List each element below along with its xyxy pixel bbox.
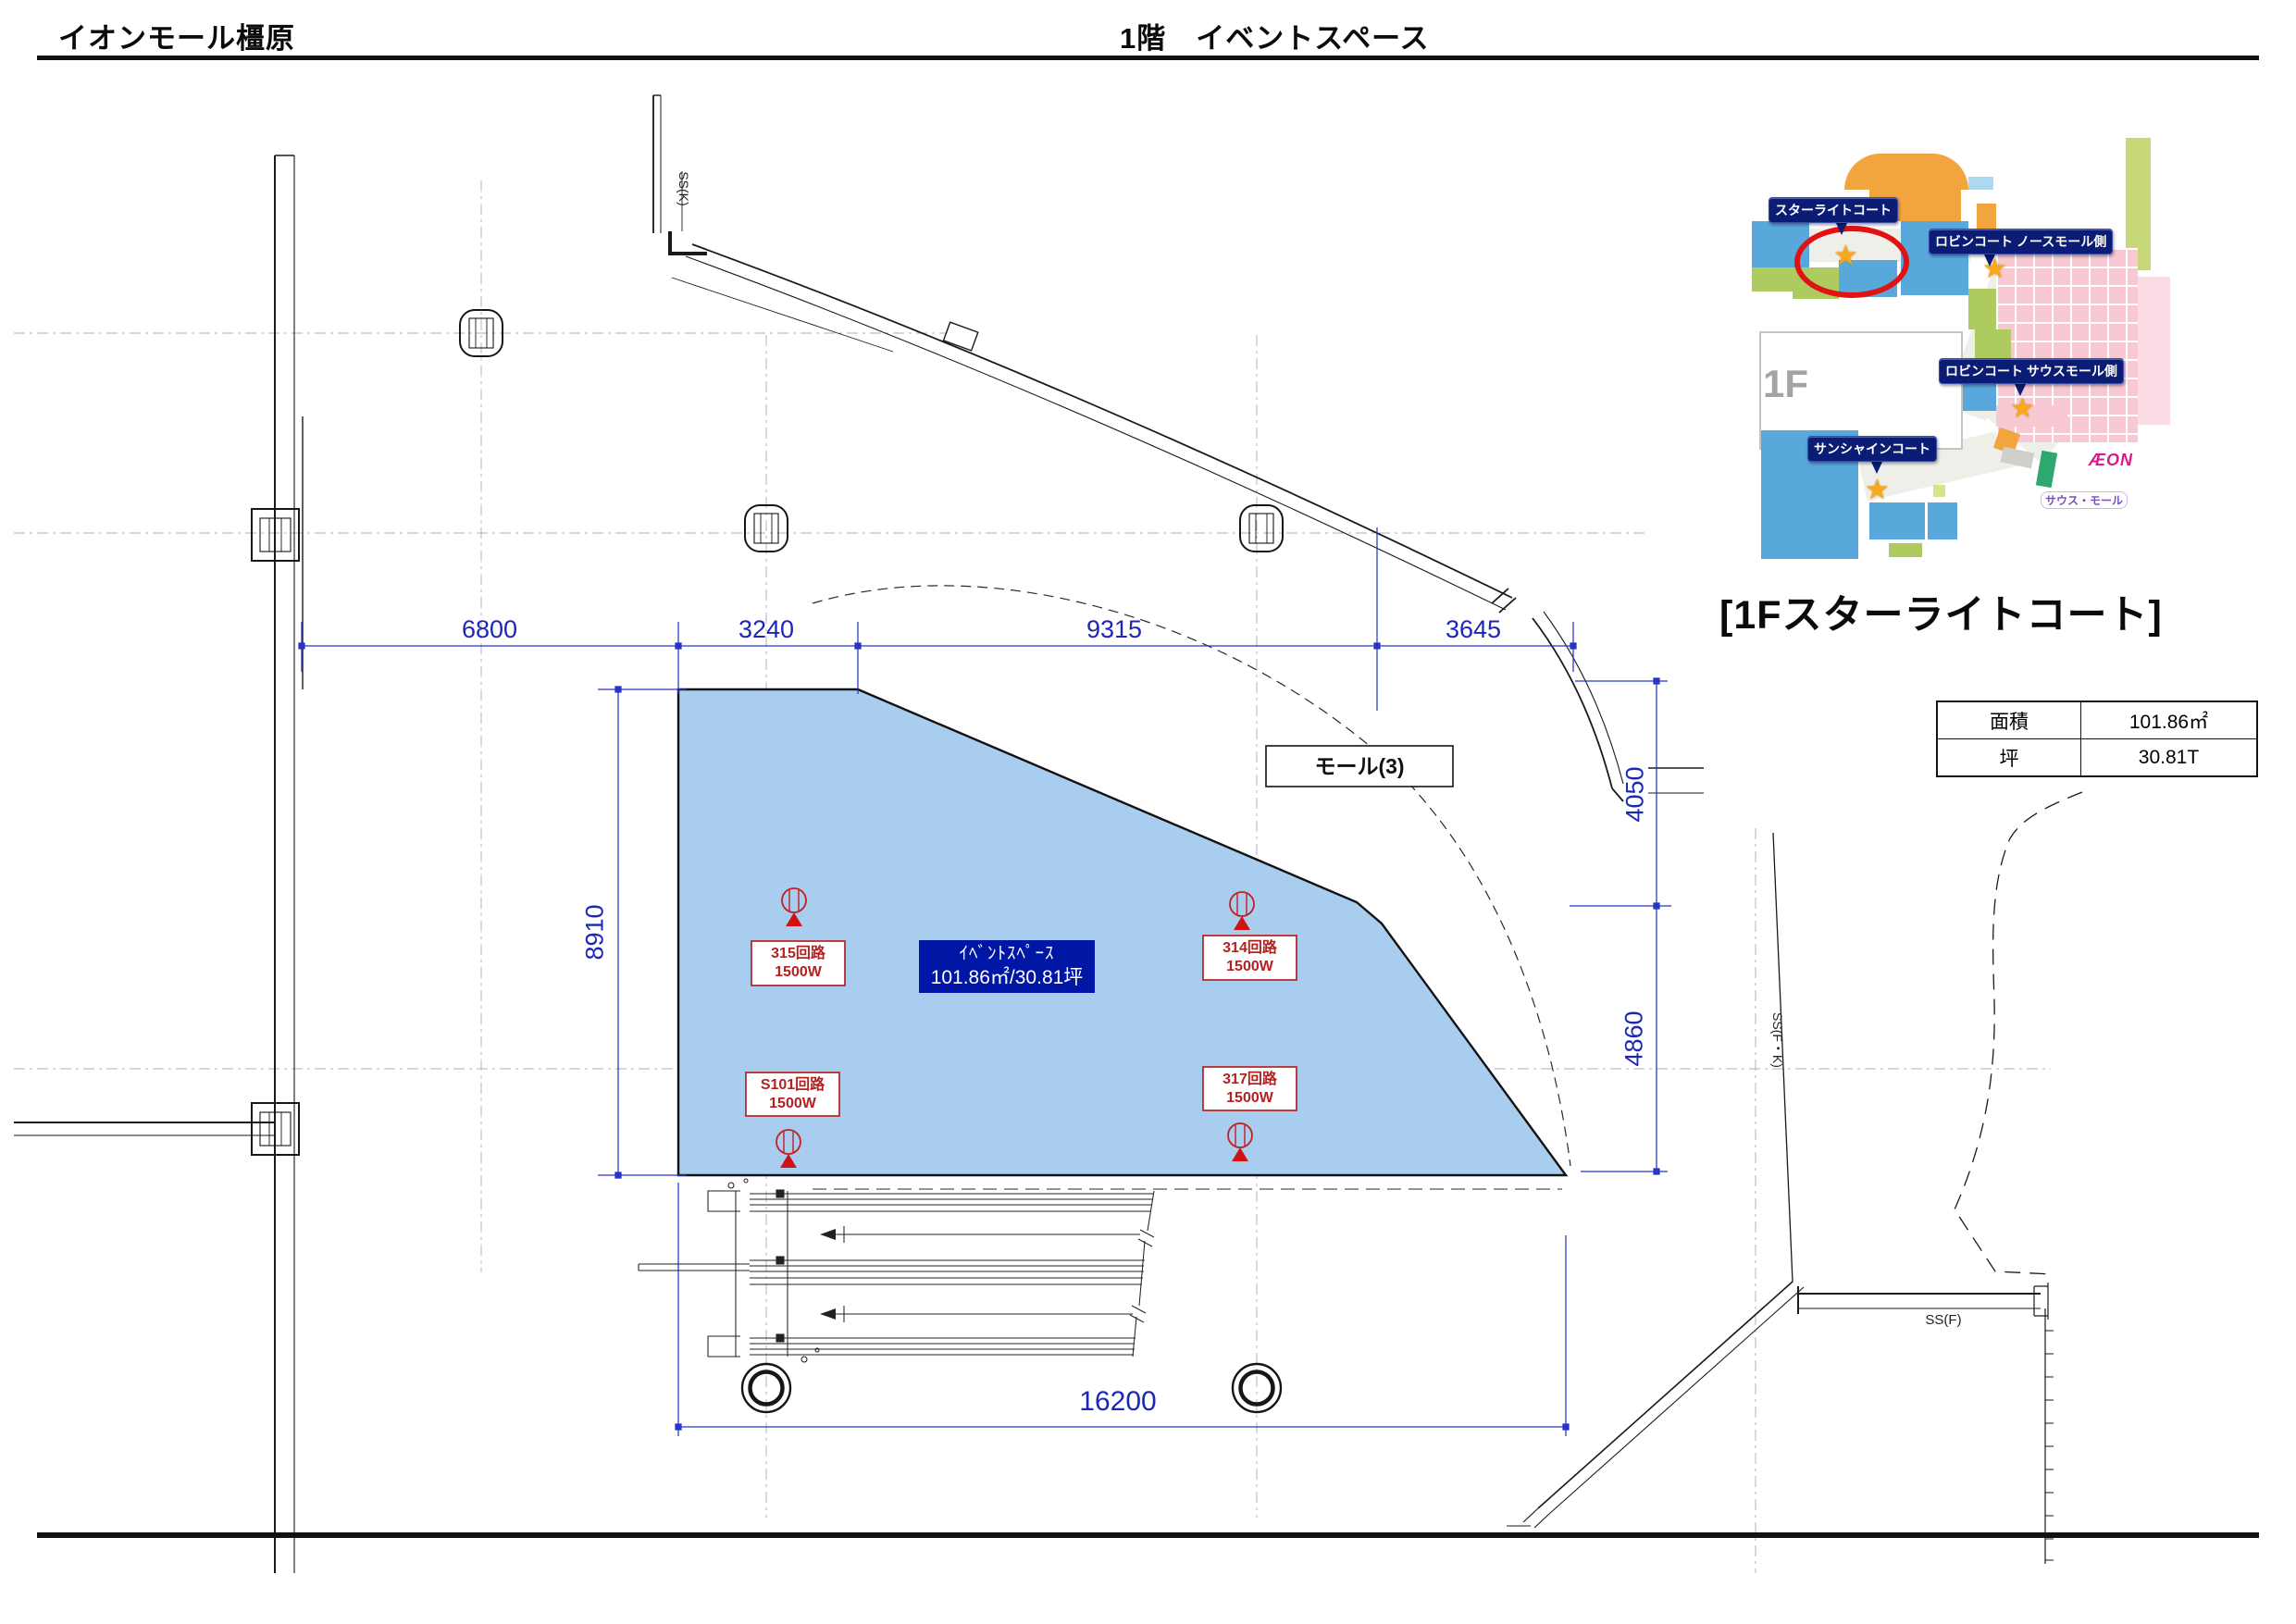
circuit-watt: 1500W	[775, 964, 822, 980]
spec-tsubo-value: 30.81T	[2080, 738, 2258, 777]
spec-tsubo-label: 坪	[1936, 738, 2081, 777]
minimap: ★ ★ ★ ★ スターライトコート ロビンコート ノースモール側 ロビンコート …	[1752, 138, 2173, 562]
minimap-block	[1996, 248, 2138, 442]
dim-right-4860: 4860	[1620, 1010, 1648, 1067]
footer-rule	[37, 1532, 2259, 1538]
mall-label: モール(3)	[1314, 754, 1405, 778]
event-space-area: 101.86㎡/30.81坪	[930, 967, 1084, 989]
label-boxes	[745, 745, 1454, 1117]
label-pointer	[1870, 460, 1883, 474]
circuit-label-315: 315回路 1500W	[751, 941, 845, 986]
event-space-name: ｲﾍﾞﾝﾄｽﾍﾟｰｽ	[959, 943, 1055, 963]
minimap-floor-text: 1F	[1763, 362, 1809, 405]
circuit-label-s101: S101回路 1500W	[746, 1072, 839, 1116]
spec-table: 面積 101.86㎡ 坪 30.81T	[1936, 700, 2258, 777]
circuit-label-317: 317回路 1500W	[1203, 1067, 1297, 1110]
label-pointer	[1983, 253, 1996, 267]
star-icon-sunshine: ★	[1865, 475, 1890, 505]
star-icon-starlight: ★	[1833, 241, 1858, 271]
circuit-label-314: 314回路 1500W	[1203, 936, 1297, 980]
minimap-label-starlight: スターライトコート	[1769, 197, 1898, 223]
dim-top-3240: 3240	[738, 615, 795, 643]
spec-area-value: 101.86㎡	[2080, 700, 2258, 739]
court-heading: [1Fスターライトコート]	[1719, 593, 2163, 638]
ss-annotation-right: SS(F・K)	[1770, 1012, 1785, 1068]
outlet-icon	[776, 1129, 801, 1168]
dim-right-4050: 4050	[1620, 766, 1649, 823]
minimap-label-sunshine: サンシャインコート	[1807, 436, 1937, 462]
circuit-watt: 1500W	[1226, 959, 1273, 974]
outlet-icon	[1229, 891, 1255, 930]
minimap-block	[1928, 502, 1957, 539]
escalator	[638, 1178, 1155, 1357]
dim-top-9315: 9315	[1086, 615, 1143, 643]
circuit-watt: 1500W	[1226, 1089, 1273, 1106]
outlet-symbols	[776, 887, 1255, 1168]
table-row: 面積 101.86㎡	[1936, 700, 2258, 739]
minimap-block	[1996, 405, 2067, 427]
circuit-id: 315回路	[771, 946, 825, 961]
table-row: 坪 30.81T	[1936, 738, 2258, 777]
minimap-block	[1977, 204, 1996, 231]
ss-annotation-wall: SS(F)	[1925, 1312, 1962, 1328]
spec-area-label: 面積	[1936, 700, 2081, 739]
header-rule	[37, 56, 2259, 60]
circuit-id: 317回路	[1222, 1071, 1277, 1087]
minimap-label-robin-south: ロビンコート サウスモール側	[1939, 358, 2124, 384]
outlet-icon	[781, 887, 807, 926]
aeon-logo: ÆON	[2089, 451, 2133, 469]
label-pointer	[2014, 382, 2027, 396]
dim-bottom-16200: 16200	[1079, 1386, 1157, 1417]
minimap-block	[1844, 154, 1968, 190]
star-icon-robin-south: ★	[2010, 393, 2035, 424]
column-symbols	[251, 309, 1284, 1414]
minimap-block	[2138, 277, 2170, 425]
page-subtitle: 1階 イベントスペース	[1120, 22, 1430, 55]
dim-left-8910: 8910	[580, 904, 609, 961]
circuit-id: S101回路	[760, 1076, 825, 1093]
minimap-block	[1933, 485, 1945, 497]
bottom-right-structures	[1507, 791, 2083, 1564]
event-space-label: ｲﾍﾞﾝﾄｽﾍﾟｰｽ 101.86㎡/30.81坪	[919, 940, 1095, 993]
label-pointer	[1835, 221, 1848, 235]
dim-top-3645: 3645	[1445, 615, 1502, 643]
outlet-icon	[1227, 1122, 1253, 1161]
circuit-watt: 1500W	[769, 1095, 816, 1111]
ss-annotation-top: SS(K)	[676, 171, 691, 206]
minimap-block	[1889, 543, 1922, 557]
dimension-lines	[298, 527, 1671, 1436]
minimap-block	[1968, 177, 1993, 190]
page-title: イオンモール橿原	[58, 22, 295, 55]
dim-top-6800: 6800	[461, 615, 518, 643]
minimap-label-robin-north: ロビンコート ノースモール側	[1929, 229, 2114, 254]
walkway-dashed-lines	[812, 585, 1571, 1190]
minimap-block	[1968, 289, 1996, 329]
highlight-ellipse	[1794, 226, 1909, 298]
minimap-block	[1869, 502, 1925, 539]
south-mall-tag: サウス・モール	[2041, 491, 2128, 509]
circuit-id: 314回路	[1222, 940, 1277, 956]
walls	[14, 94, 1704, 1573]
